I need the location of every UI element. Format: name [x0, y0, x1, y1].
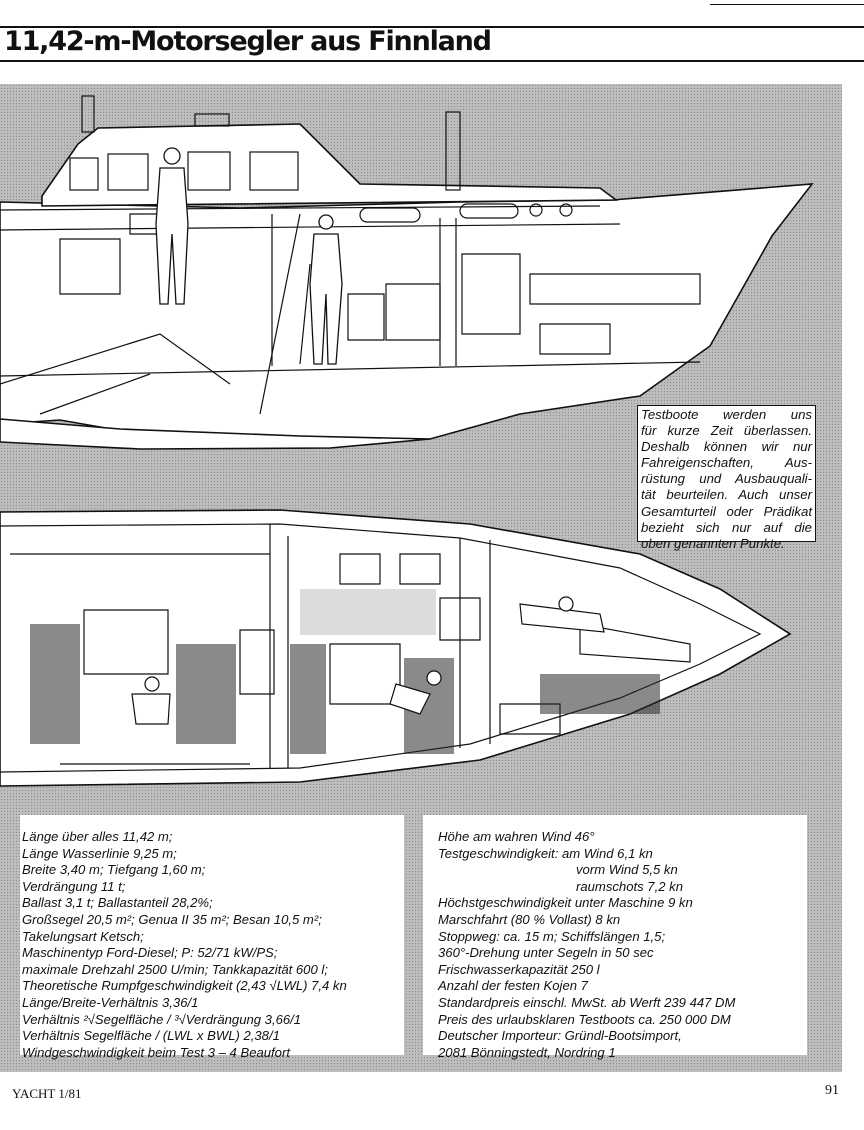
spec-line: Deutscher Importeur: Gründl-Bootsimport, — [438, 1028, 682, 1044]
spec-line: Verhältnis ²√Segelfläche / ³√Verdrängung… — [22, 1011, 302, 1027]
spec-line: Breite 3,40 m; Tiefgang 1,60 m; — [22, 862, 206, 878]
spec-line: Marschfahrt (80 % Vollast) 8 kn — [438, 911, 621, 927]
spec-line: Länge/Breite-Verhältnis 3,36/1 — [22, 994, 199, 1010]
spec-line: Frischwasserkapazität 250 l — [438, 961, 600, 977]
spec-line: Länge über alles 11,42 m; — [22, 829, 173, 844]
spec-panel-left: Länge über alles 11,42 m; Länge Wasserli… — [20, 815, 404, 1060]
spec-line: Höchstgeschwindigkeit unter Maschine 9 k… — [438, 895, 693, 911]
keel — [0, 418, 431, 450]
spec-line: vorm Wind 5,5 kn — [576, 862, 678, 878]
spec-line: Stoppweg: ca. 15 m; Schiffslängen 1,5; — [438, 928, 666, 944]
plan-hatch-pattern — [300, 589, 436, 635]
spec-line: Verhältnis Segelfläche / (LWL x BWL) 2,3… — [22, 1028, 280, 1044]
spec-line: Anzahl der festen Kojen 7 — [438, 978, 588, 994]
figures-side — [155, 147, 343, 365]
side-hull — [0, 183, 814, 443]
article-headline: 11,42-m-Motorsegler aus Finnland — [4, 26, 492, 57]
spec-line: raumschots 7,2 kn — [576, 878, 683, 894]
spec-line: Höhe am wahren Wind 46° — [438, 829, 595, 844]
notice-line: rüstung und Ausbauquali- — [641, 471, 812, 487]
test-boat-notice: Testboote werden uns für kurze Zeit über… — [637, 405, 816, 551]
spec-line: Ballast 3,1 t; Ballastanteil 28,2%; — [22, 895, 213, 911]
spec-line: Takelungsart Ketsch; — [22, 928, 144, 944]
spec-line: Verdrängung 11 t; — [22, 878, 126, 894]
notice-line: Fahreigenschaften, Aus- — [641, 455, 812, 471]
notice-line: Testboote werden uns — [641, 407, 812, 422]
spec-line: Standardpreis einschl. MwSt. ab Werft 23… — [438, 994, 736, 1010]
spec-line: Maschinentyp Ford-Diesel; P: 52/71 kW/PS… — [22, 945, 278, 961]
notice-line: Deshalb können wir nur — [641, 439, 812, 455]
spec-line: Testgeschwindigkeit: am Wind 6,1 kn — [438, 845, 653, 861]
spec-line: Windgeschwindigkeit beim Test 3 – 4 Beau… — [22, 1044, 290, 1060]
figures-plan — [131, 596, 605, 725]
spec-line: Großsegel 20,5 m²; Genua II 35 m²; Besan… — [22, 911, 322, 927]
spec-line: 360°-Drehung unter Segeln in 50 sec — [438, 945, 654, 961]
notice-line: tät beurteilen. Auch unser — [641, 487, 812, 503]
notice-line: für kurze Zeit überlassen. — [641, 423, 812, 439]
corner-rule — [710, 4, 864, 5]
boat-illustration — [0, 95, 814, 787]
magazine-issue: YACHT 1/81 — [12, 1086, 82, 1101]
spec-line: maximale Drehzahl 2500 U/min; Tankkapazi… — [22, 961, 328, 977]
spec-line: Theoretische Rumpfgeschwindigkeit (2,43 … — [22, 978, 347, 994]
spec-line: Länge Wasserlinie 9,25 m; — [22, 845, 177, 861]
page-number: 91 — [825, 1083, 839, 1098]
notice-line: Gesamturteil oder Prädikat — [641, 503, 812, 519]
top-rule — [0, 26, 864, 28]
spec-panel-right: Höhe am wahren Wind 46° Testgeschwindigk… — [423, 815, 807, 1060]
notice-line: bezieht sich nur auf die — [641, 519, 812, 535]
spec-line: 2081 Bönningstedt, Nordring 1 — [438, 1044, 616, 1060]
deckhouse — [41, 123, 619, 207]
notice-line: oben genannten Punkte. — [641, 535, 785, 551]
spec-line: Preis des urlaubsklaren Testboots ca. 25… — [438, 1011, 731, 1027]
headline-rule — [0, 60, 864, 62]
